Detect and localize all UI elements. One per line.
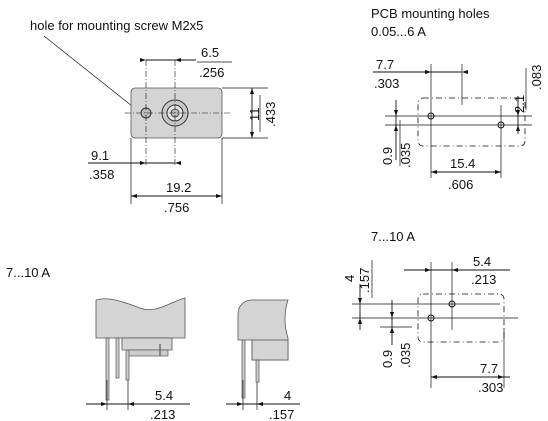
dim-19-2-in: .756 (164, 200, 189, 215)
side-view-1-body (95, 297, 186, 357)
side2-dim-4-mm: 4 (284, 388, 291, 403)
mounting-screw-label: hole for mounting screw M2x5 (30, 18, 203, 33)
pcb1-dim-2-1-mm: 2.1 (512, 95, 527, 113)
side-range-label: 7...10 A (6, 265, 50, 280)
mounting-screw-leader (43, 35, 143, 115)
pcb2-dim-4-in: .157 (357, 268, 372, 293)
dim-11-in: .433 (263, 102, 278, 127)
side-view-2-pins (241, 339, 260, 399)
pcb2-dim-5-4-in: .213 (471, 272, 496, 287)
dim-19-2-mm: 19.2 (166, 180, 191, 195)
pcb2-dim-4-mm: 4 (342, 275, 357, 282)
pcb1-dim-15-4-in: .606 (448, 177, 473, 192)
pcb1-dim-2-1-in: .083 (529, 65, 544, 90)
pcb1-dim-0-9-in: .035 (398, 143, 413, 168)
pcb1-dim-7-7-in: .303 (374, 76, 399, 91)
side1-dim-5-4-in: .213 (150, 407, 175, 421)
dim-6-5-mm: 6.5 (201, 45, 219, 60)
pcb1-dim-7-7-mm: 7.7 (376, 57, 394, 72)
dim-9-1-mm: 9.1 (91, 148, 109, 163)
side2-dim-4-in: .157 (269, 407, 294, 421)
pcb1-outline (417, 97, 526, 147)
pcb2-dim-7-7-mm: 7.7 (480, 361, 498, 376)
pcb-range-1: 0.05...6 A (371, 24, 426, 39)
dim-11-mm: 11 (247, 108, 262, 122)
side-view-1-pins (105, 337, 130, 401)
side1-dim-5-4-mm: 5.4 (155, 388, 173, 403)
pcb2-dim-0-9-mm: 0.9 (380, 350, 395, 368)
side-view-2-body (237, 299, 289, 361)
pcb1-dim-15-4-mm: 15.4 (450, 156, 475, 171)
pcb2-dim-0-9-in: .035 (398, 343, 413, 368)
pcb2-dim-5-4-mm: 5.4 (473, 254, 491, 269)
pcb-title: PCB mounting holes (371, 6, 490, 21)
pcb-range-2: 7...10 A (371, 229, 415, 244)
pcb1-dim-0-9-mm: 0.9 (380, 147, 395, 165)
pcb2-dim-7-7-in: .303 (478, 380, 503, 395)
dim-6-5-in: .256 (199, 65, 224, 80)
dim-9-1-in: .358 (89, 167, 114, 182)
